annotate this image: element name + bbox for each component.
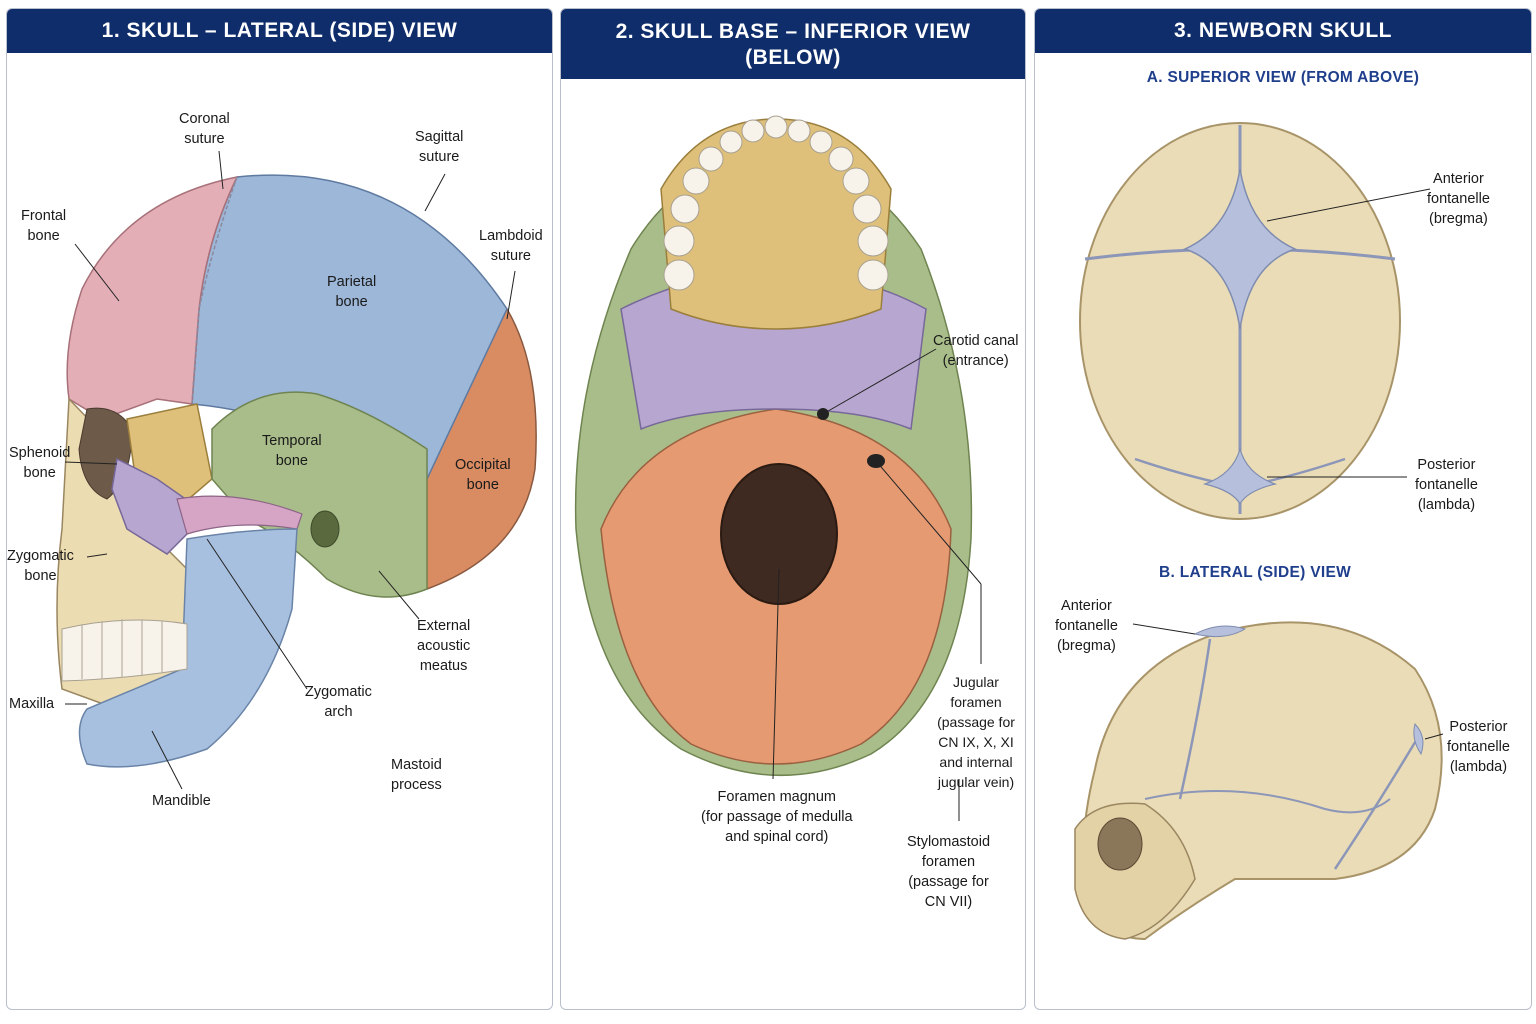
label-foramen-magnum: Foramen magnum (for passage of medulla a… (701, 789, 853, 845)
label-zygomatic-bone: Zygomatic bone (7, 548, 74, 584)
label-stylomastoid-foramen: Stylomastoid foramen (passage for CN VII… (907, 834, 991, 910)
panel-title: 2. SKULL BASE – INFERIOR VIEW (BELOW) (561, 9, 1025, 79)
panel-skull-base: 2. SKULL BASE – INFERIOR VIEW (BELOW) (560, 8, 1026, 1010)
label-posterior-fontanelle-lateral: Posterior fontanelle (lambda) (1447, 719, 1510, 775)
skull-base-illustration (574, 115, 982, 821)
label-frontal-bone: Frontal bone (21, 208, 67, 244)
label-anterior-fontanelle-superior: Anterior fontanelle (bregma) (1427, 171, 1490, 227)
label-external-acoustic-meatus: External acoustic meatus (417, 618, 471, 674)
label-anterior-fontanelle-lateral: Anterior fontanelle (bregma) (1055, 598, 1118, 654)
label-posterior-fontanelle-superior: Posterior fontanelle (lambda) (1415, 457, 1478, 513)
label-temporal-bone: Temporal bone (262, 433, 322, 469)
label-sphenoid-bone: Sphenoid bone (9, 445, 71, 481)
label-jugular-foramen: Jugular foramen (passage for CN IX, X, X… (937, 674, 1015, 790)
label-parietal-bone: Parietal bone (327, 274, 377, 310)
label-mandible: Mandible (152, 793, 211, 809)
label-occipital-bone: Occipital bone (455, 457, 511, 493)
panel-title: 3. NEWBORN SKULL (1035, 9, 1531, 53)
panel-title: 1. SKULL – LATERAL (SIDE) VIEW (7, 9, 552, 53)
lateral-skull-illustration (56, 150, 537, 790)
subheader-superior-view: A. SUPERIOR VIEW (FROM ABOVE) (1146, 69, 1420, 86)
label-sagittal-suture: Sagittal suture (415, 129, 464, 165)
newborn-skull-illustration (1074, 122, 1444, 941)
panel-lateral-skull: 1. SKULL – LATERAL (SIDE) VIEW (6, 8, 553, 1010)
label-maxilla: Maxilla (9, 696, 55, 712)
label-coronal-suture: Coronal suture (179, 111, 230, 147)
label-zygomatic-arch: Zygomatic arch (305, 684, 372, 720)
label-mastoid-process: Mastoid process (391, 757, 442, 793)
subheader-lateral-view: B. LATERAL (SIDE) VIEW (1158, 564, 1352, 581)
panel-newborn-skull: 3. NEWBORN SKULL A. SUPERIOR VIEW (FROM … (1034, 8, 1532, 1010)
label-carotid-canal: Carotid canal (entrance) (933, 333, 1019, 369)
label-lambdoid-suture: Lambdoid suture (479, 228, 543, 264)
